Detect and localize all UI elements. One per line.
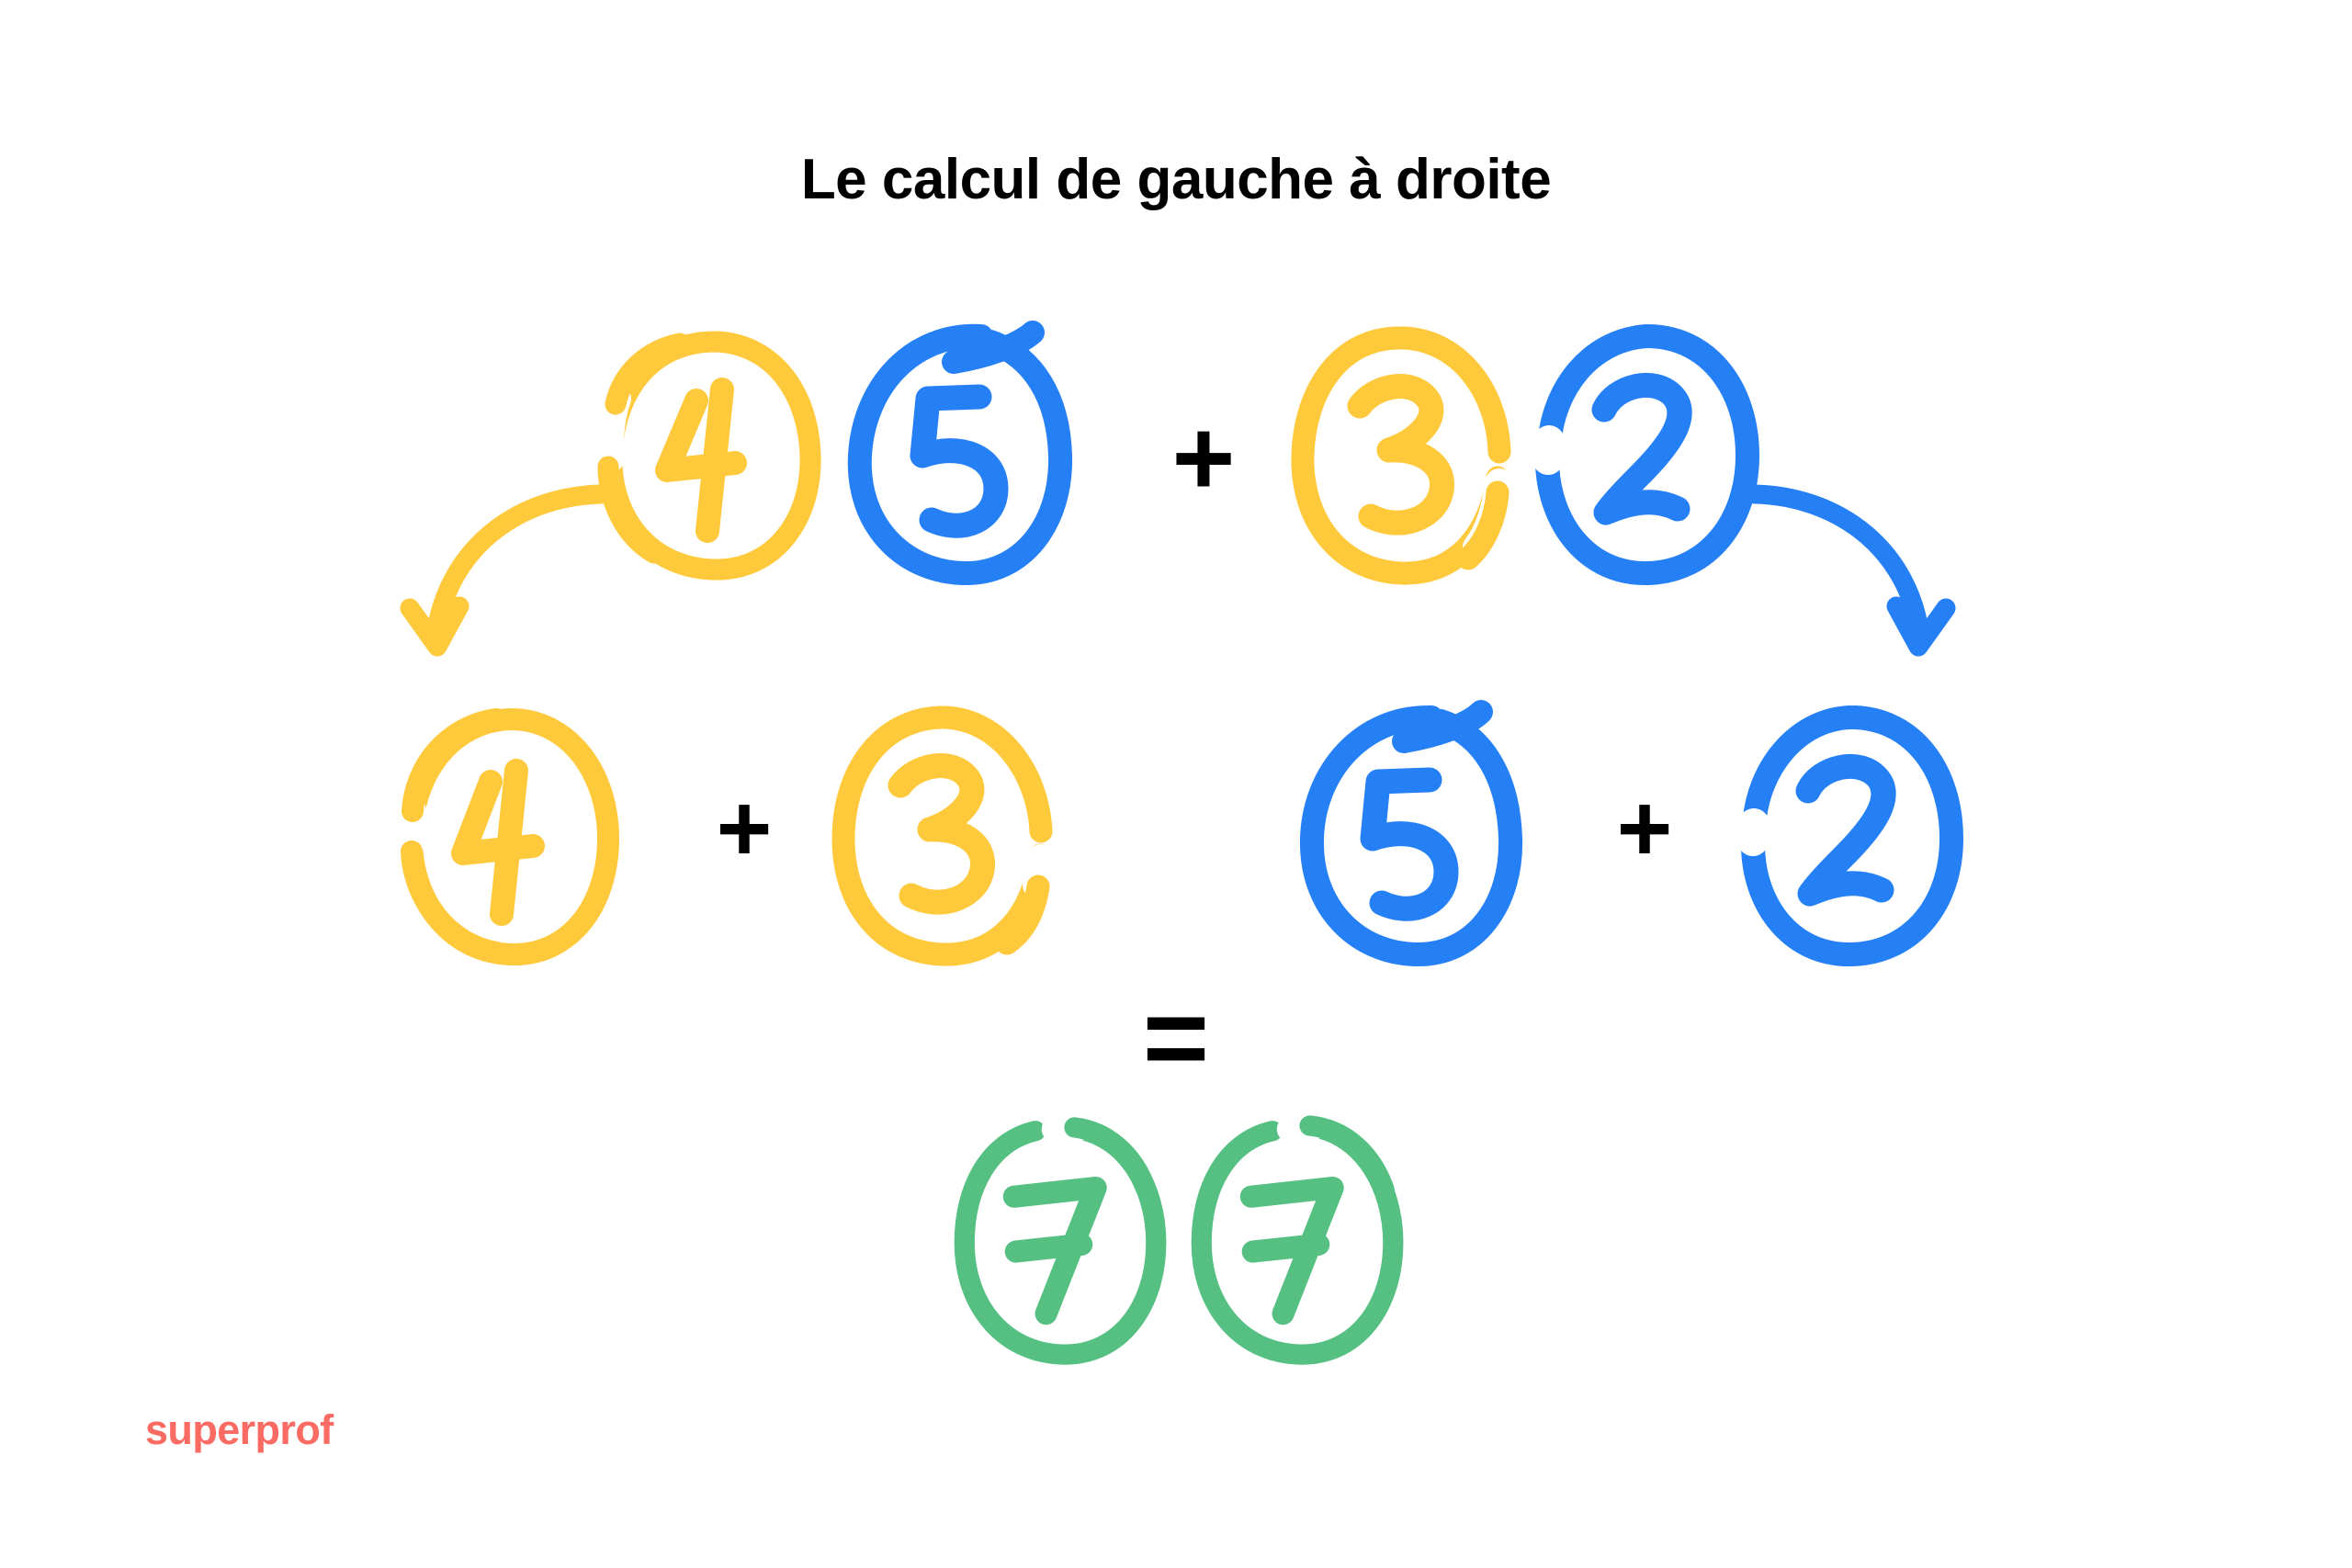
token-tens-sum-second xyxy=(827,703,1057,969)
operator-equals: = xyxy=(1142,975,1210,1101)
operator-plus-right: + xyxy=(1616,775,1673,882)
token-result-first xyxy=(946,1111,1176,1369)
token-tens-second xyxy=(1286,321,1516,588)
token-units-sum-second xyxy=(1736,703,1966,969)
token-units-sum-first xyxy=(1295,700,1525,969)
operator-plus-left: + xyxy=(716,775,773,882)
tens-arrow xyxy=(395,470,616,682)
token-units-second xyxy=(1531,321,1760,588)
token-tens-sum-first xyxy=(395,703,625,969)
token-units-first xyxy=(843,321,1073,588)
units-arrow xyxy=(1740,470,1961,682)
page-title: Le calcul de gauche à droite xyxy=(800,148,1552,211)
token-result-second xyxy=(1183,1111,1413,1369)
token-tens-first xyxy=(595,321,827,588)
superprof-logo[interactable]: superprof xyxy=(145,1406,334,1453)
operator-plus-top: + xyxy=(1171,398,1236,519)
